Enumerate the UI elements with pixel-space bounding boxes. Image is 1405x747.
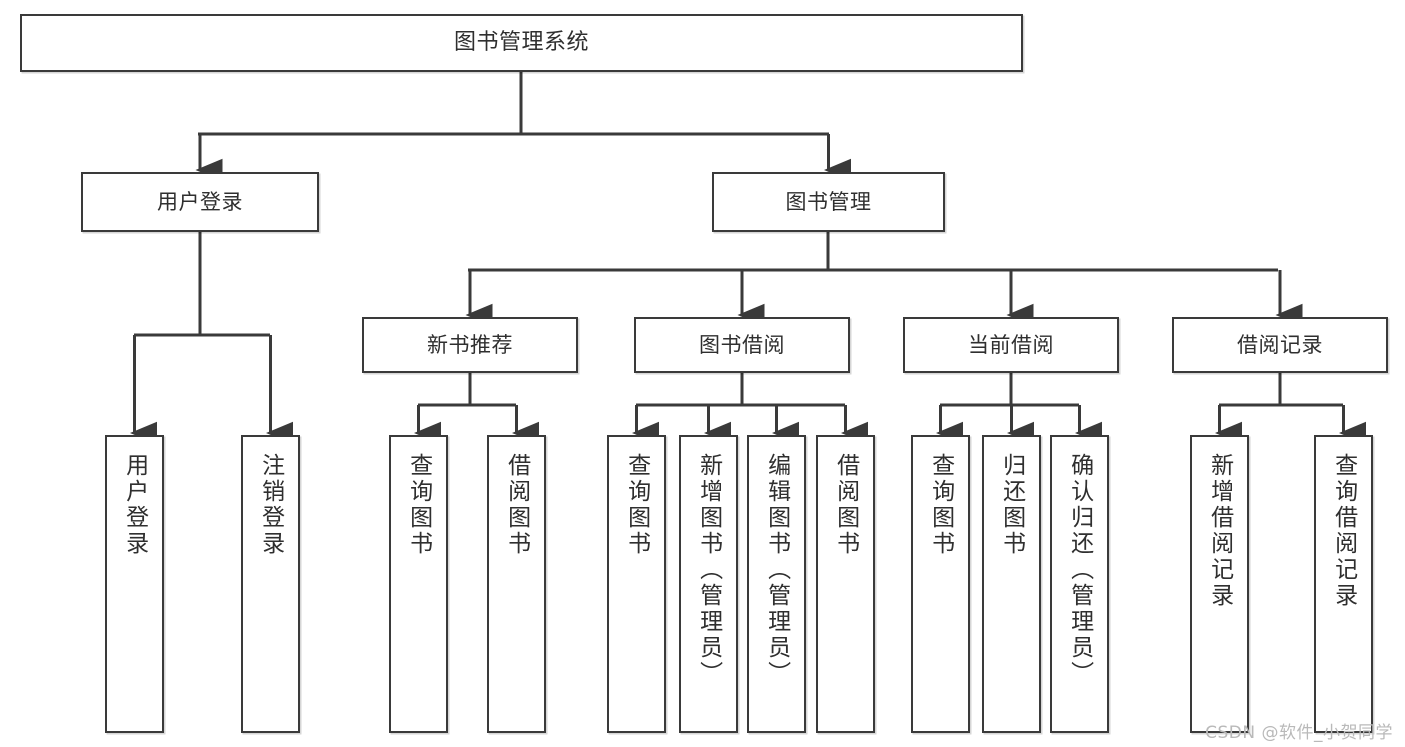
leaf-node-leaf-query-record[interactable]: 查询借阅记录 [1314, 435, 1373, 733]
node-label: 查询图书 [405, 453, 432, 557]
node-label: 图书管理 [785, 189, 872, 214]
level3-node-borrow-record[interactable]: 借阅记录 [1172, 317, 1388, 373]
node-label: 借阅图书 [503, 453, 530, 557]
node-label: 借阅图书 [832, 453, 859, 557]
level3-node-book-borrow[interactable]: 图书借阅 [634, 317, 850, 373]
level3-node-current-borrow[interactable]: 当前借阅 [903, 317, 1119, 373]
leaf-node-leaf-logout[interactable]: 注销登录 [241, 435, 300, 733]
node-label: 新增图书（管理员） [695, 453, 722, 687]
node-label: 查询借阅记录 [1330, 453, 1357, 609]
leaf-node-leaf-user-login[interactable]: 用户登录 [105, 435, 164, 733]
node-label: 注销登录 [257, 453, 284, 557]
leaf-node-leaf-borrow-book-1[interactable]: 借阅图书 [487, 435, 546, 733]
node-label: 归还图书 [998, 453, 1025, 557]
node-label: 借阅记录 [1237, 332, 1323, 357]
leaf-node-leaf-edit-book[interactable]: 编辑图书（管理员） [747, 435, 806, 733]
leaf-node-leaf-add-record[interactable]: 新增借阅记录 [1190, 435, 1249, 733]
node-label: 查询图书 [623, 453, 650, 557]
leaf-node-leaf-query-book-1[interactable]: 查询图书 [389, 435, 448, 733]
node-label: 用户登录 [121, 453, 148, 557]
leaf-node-leaf-query-book-2[interactable]: 查询图书 [607, 435, 666, 733]
leaf-node-leaf-borrow-book-2[interactable]: 借阅图书 [816, 435, 875, 733]
level2-node-book-manage[interactable]: 图书管理 [712, 172, 945, 232]
level2-node-user-login[interactable]: 用户登录 [81, 172, 319, 232]
node-label: 编辑图书（管理员） [763, 453, 790, 687]
node-label: 图书借阅 [699, 332, 785, 357]
root-node-root[interactable]: 图书管理系统 [20, 14, 1023, 72]
watermark: CSDN @软件_小贺同学 [1205, 723, 1393, 743]
node-label: 用户登录 [157, 189, 243, 214]
node-label: 新增借阅记录 [1206, 453, 1233, 609]
edge-layer [130, 72, 1366, 445]
leaf-node-leaf-query-book-3[interactable]: 查询图书 [911, 435, 970, 733]
node-label: 查询图书 [927, 453, 954, 557]
leaf-node-leaf-confirm-return[interactable]: 确认归还（管理员） [1050, 435, 1109, 733]
leaf-node-leaf-return-book[interactable]: 归还图书 [982, 435, 1041, 733]
node-label: 当前借阅 [968, 332, 1054, 357]
node-label: 图书管理系统 [453, 30, 589, 56]
level3-node-new-book-rec[interactable]: 新书推荐 [362, 317, 578, 373]
node-label: 确认归还（管理员） [1066, 453, 1093, 687]
node-label: 新书推荐 [427, 332, 513, 357]
leaf-node-leaf-add-book[interactable]: 新增图书（管理员） [679, 435, 738, 733]
